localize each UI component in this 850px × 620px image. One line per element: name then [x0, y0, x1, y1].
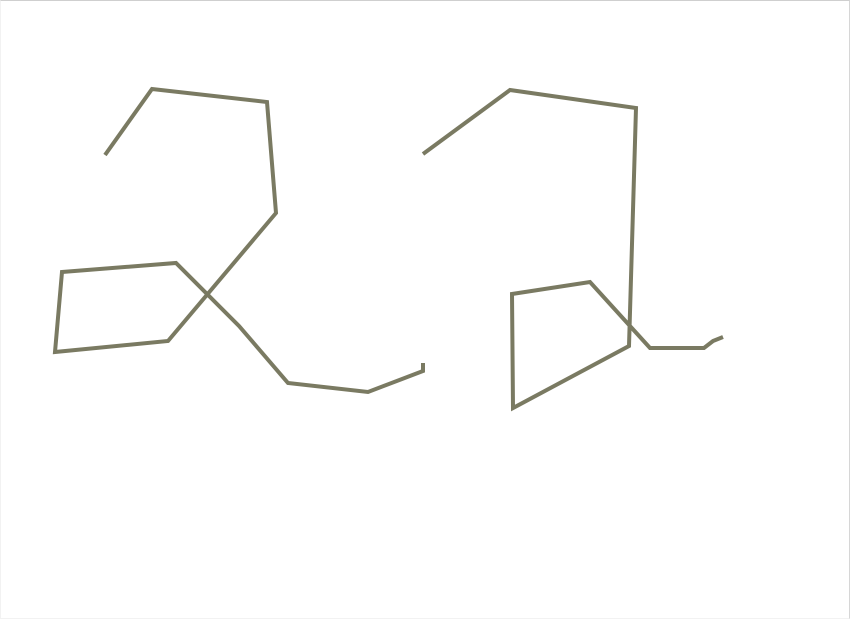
- freehand-stroke-left: [52, 86, 425, 395]
- freehand-stroke-right: [421, 87, 724, 412]
